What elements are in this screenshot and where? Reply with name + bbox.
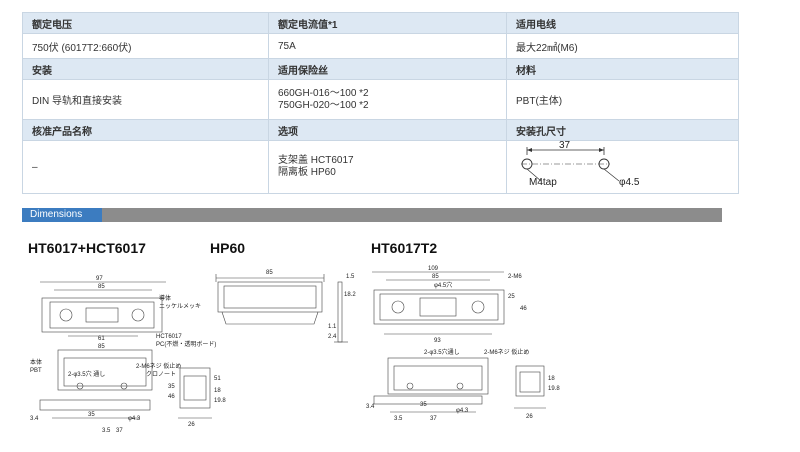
header-applicable-wire: 适用电线: [506, 12, 739, 34]
d3-dim-109: 109: [428, 266, 439, 272]
d1-label-plating: ニッケルメッキ: [159, 303, 201, 310]
d1-label-body: 本体: [30, 358, 42, 366]
header-material: 材料: [506, 58, 739, 80]
option-line-2: 隔离板 HP60: [278, 167, 336, 178]
drawing-ht6017t2: 109 85 φ4.5穴 2-M6 25 46 93 2-φ3.5穴通し 2-M…: [366, 266, 560, 422]
drawing-ht6017-hct6017: 97 85 導体 ニッケルメッキ 61 85 HCT6017 PC(不燃・透明ボ…: [30, 276, 226, 434]
drawing-title-hp60: HP60: [210, 240, 246, 256]
d1-dim-61: 61: [98, 336, 105, 342]
d3-dim-3-4: 3.4: [366, 404, 375, 410]
drawing-title-ht6017-hct6017: HT6017+HCT6017: [28, 240, 146, 256]
header-options: 选项: [268, 119, 507, 141]
drawing-title-ht6017t2: HT6017T2: [371, 240, 438, 256]
d2-dim-1-5: 1.5: [346, 274, 355, 280]
spec-value-row-1: 750伏 (6017T2:660伏) 75A 最大22㎟(M6): [22, 33, 739, 59]
d1-dim-85: 85: [98, 284, 105, 290]
header-approved-product: 核准产品名称: [22, 119, 269, 141]
d1-label-cover-material: PC(不燃・透明ボード): [156, 340, 216, 348]
d1-label-screw2: クロノート: [146, 371, 176, 378]
d1-dim-18: 18: [214, 388, 221, 394]
d3-dim-phi-4-3: φ4.3: [456, 408, 469, 414]
fuse-line-2: 750GH-020～100 *2: [278, 99, 369, 111]
option-line-1: 支架盖 HCT6017: [278, 155, 354, 166]
mount-tap-label: M4tap: [529, 177, 557, 188]
d1-label-hole: 2-φ3.5穴 通し: [68, 370, 105, 378]
d3-dim-phi-hole: φ4.5穴: [434, 281, 452, 289]
header-applicable-fuse: 适用保险丝: [268, 58, 507, 80]
spec-header-row-2: 安装 适用保险丝 材料: [22, 58, 739, 80]
d3-dim-2-m6: 2-M6: [508, 274, 522, 280]
d1-dim-26: 26: [188, 422, 195, 428]
d3-dim-19-8: 19.8: [548, 386, 560, 392]
value-rated-current: 75A: [268, 33, 507, 59]
value-approved-product: –: [22, 140, 269, 194]
d1-label-screw: 2-M6ネジ 仮止め: [136, 362, 181, 370]
d3-dim-35: 35: [420, 402, 427, 408]
d3-dim-3-5: 3.5: [394, 416, 403, 422]
d1-dim-51: 51: [214, 376, 221, 382]
dimensions-bar: [22, 208, 722, 222]
value-applicable-wire: 最大22㎟(M6): [506, 33, 739, 59]
value-mounting-hole: 37 M4tap φ4.5: [506, 140, 739, 194]
d3-label-hole: 2-φ3.5穴通し: [424, 348, 460, 356]
d2-dim-1-1: 1.1: [328, 324, 337, 330]
header-mounting-hole: 安装孔尺寸: [506, 119, 739, 141]
d1-dim-3-4: 3.4: [30, 416, 39, 422]
d3-dim-18: 18: [548, 376, 555, 382]
d1-dim-85b: 85: [98, 344, 105, 350]
mounting-hole-diagram: 37 M4tap φ4.5: [521, 140, 640, 188]
d3-dim-46: 46: [520, 306, 527, 312]
d1-label-conductor: 導体: [159, 294, 171, 302]
value-material: PBT(主体): [506, 79, 739, 120]
d1-label-body-material: PBT: [30, 368, 42, 374]
d1-dim-35-side: 35: [168, 384, 175, 390]
dimensions-tab: Dimensions: [22, 208, 102, 222]
mount-dia-label: φ4.5: [619, 177, 640, 188]
spec-header-row-3: 核准产品名称 选项 安装孔尺寸: [22, 119, 739, 141]
d3-dim-25: 25: [508, 294, 515, 300]
d1-dim-97: 97: [96, 276, 103, 282]
spec-table: 额定电压 额定电流值*1 适用电线 750伏 (6017T2:660伏) 75A…: [22, 12, 739, 194]
header-rated-voltage: 额定电压: [22, 12, 269, 34]
d1-dim-46: 46: [168, 394, 175, 400]
d3-label-screw: 2-M6ネジ 仮止め: [484, 348, 529, 356]
d3-dim-37: 37: [430, 416, 437, 422]
d2-dim-85: 85: [266, 270, 273, 276]
header-installation: 安装: [22, 58, 269, 80]
mount-dim-37: 37: [559, 141, 571, 151]
d1-dim-37: 37: [116, 428, 123, 434]
header-rated-current: 额定电流值*1: [268, 12, 507, 34]
d1-dim-35: 35: [88, 412, 95, 418]
d1-dim-phi-4-3: φ4.3: [128, 416, 141, 422]
drawing-hp60: 85 1.5 18.2 1.1 2.4: [215, 270, 356, 343]
d3-dim-85: 85: [432, 274, 439, 280]
value-options: 支架盖 HCT6017 隔离板 HP60: [268, 140, 507, 194]
d1-dim-19-8: 19.8: [214, 398, 226, 404]
value-rated-voltage: 750伏 (6017T2:660伏): [22, 33, 269, 59]
value-applicable-fuse: 660GH-016～100 *2 750GH-020～100 *2: [268, 79, 507, 120]
spec-value-row-3: – 支架盖 HCT6017 隔离板 HP60 37 M4tap: [22, 140, 739, 194]
value-installation: DIN 导轨和直接安装: [22, 79, 269, 120]
spec-value-row-2: DIN 导轨和直接安装 660GH-016～100 *2 750GH-020～1…: [22, 79, 739, 120]
d3-dim-26: 26: [526, 414, 533, 420]
d1-dim-3-5: 3.5: [102, 428, 111, 434]
d3-dim-93: 93: [434, 338, 441, 344]
d2-dim-18-2: 18.2: [344, 292, 356, 298]
d2-dim-2-4: 2.4: [328, 334, 337, 340]
fuse-line-1: 660GH-016～100 *2: [278, 87, 369, 99]
d1-label-cover: HCT6017: [156, 334, 182, 340]
spec-header-row-1: 额定电压 额定电流值*1 适用电线: [22, 12, 739, 34]
